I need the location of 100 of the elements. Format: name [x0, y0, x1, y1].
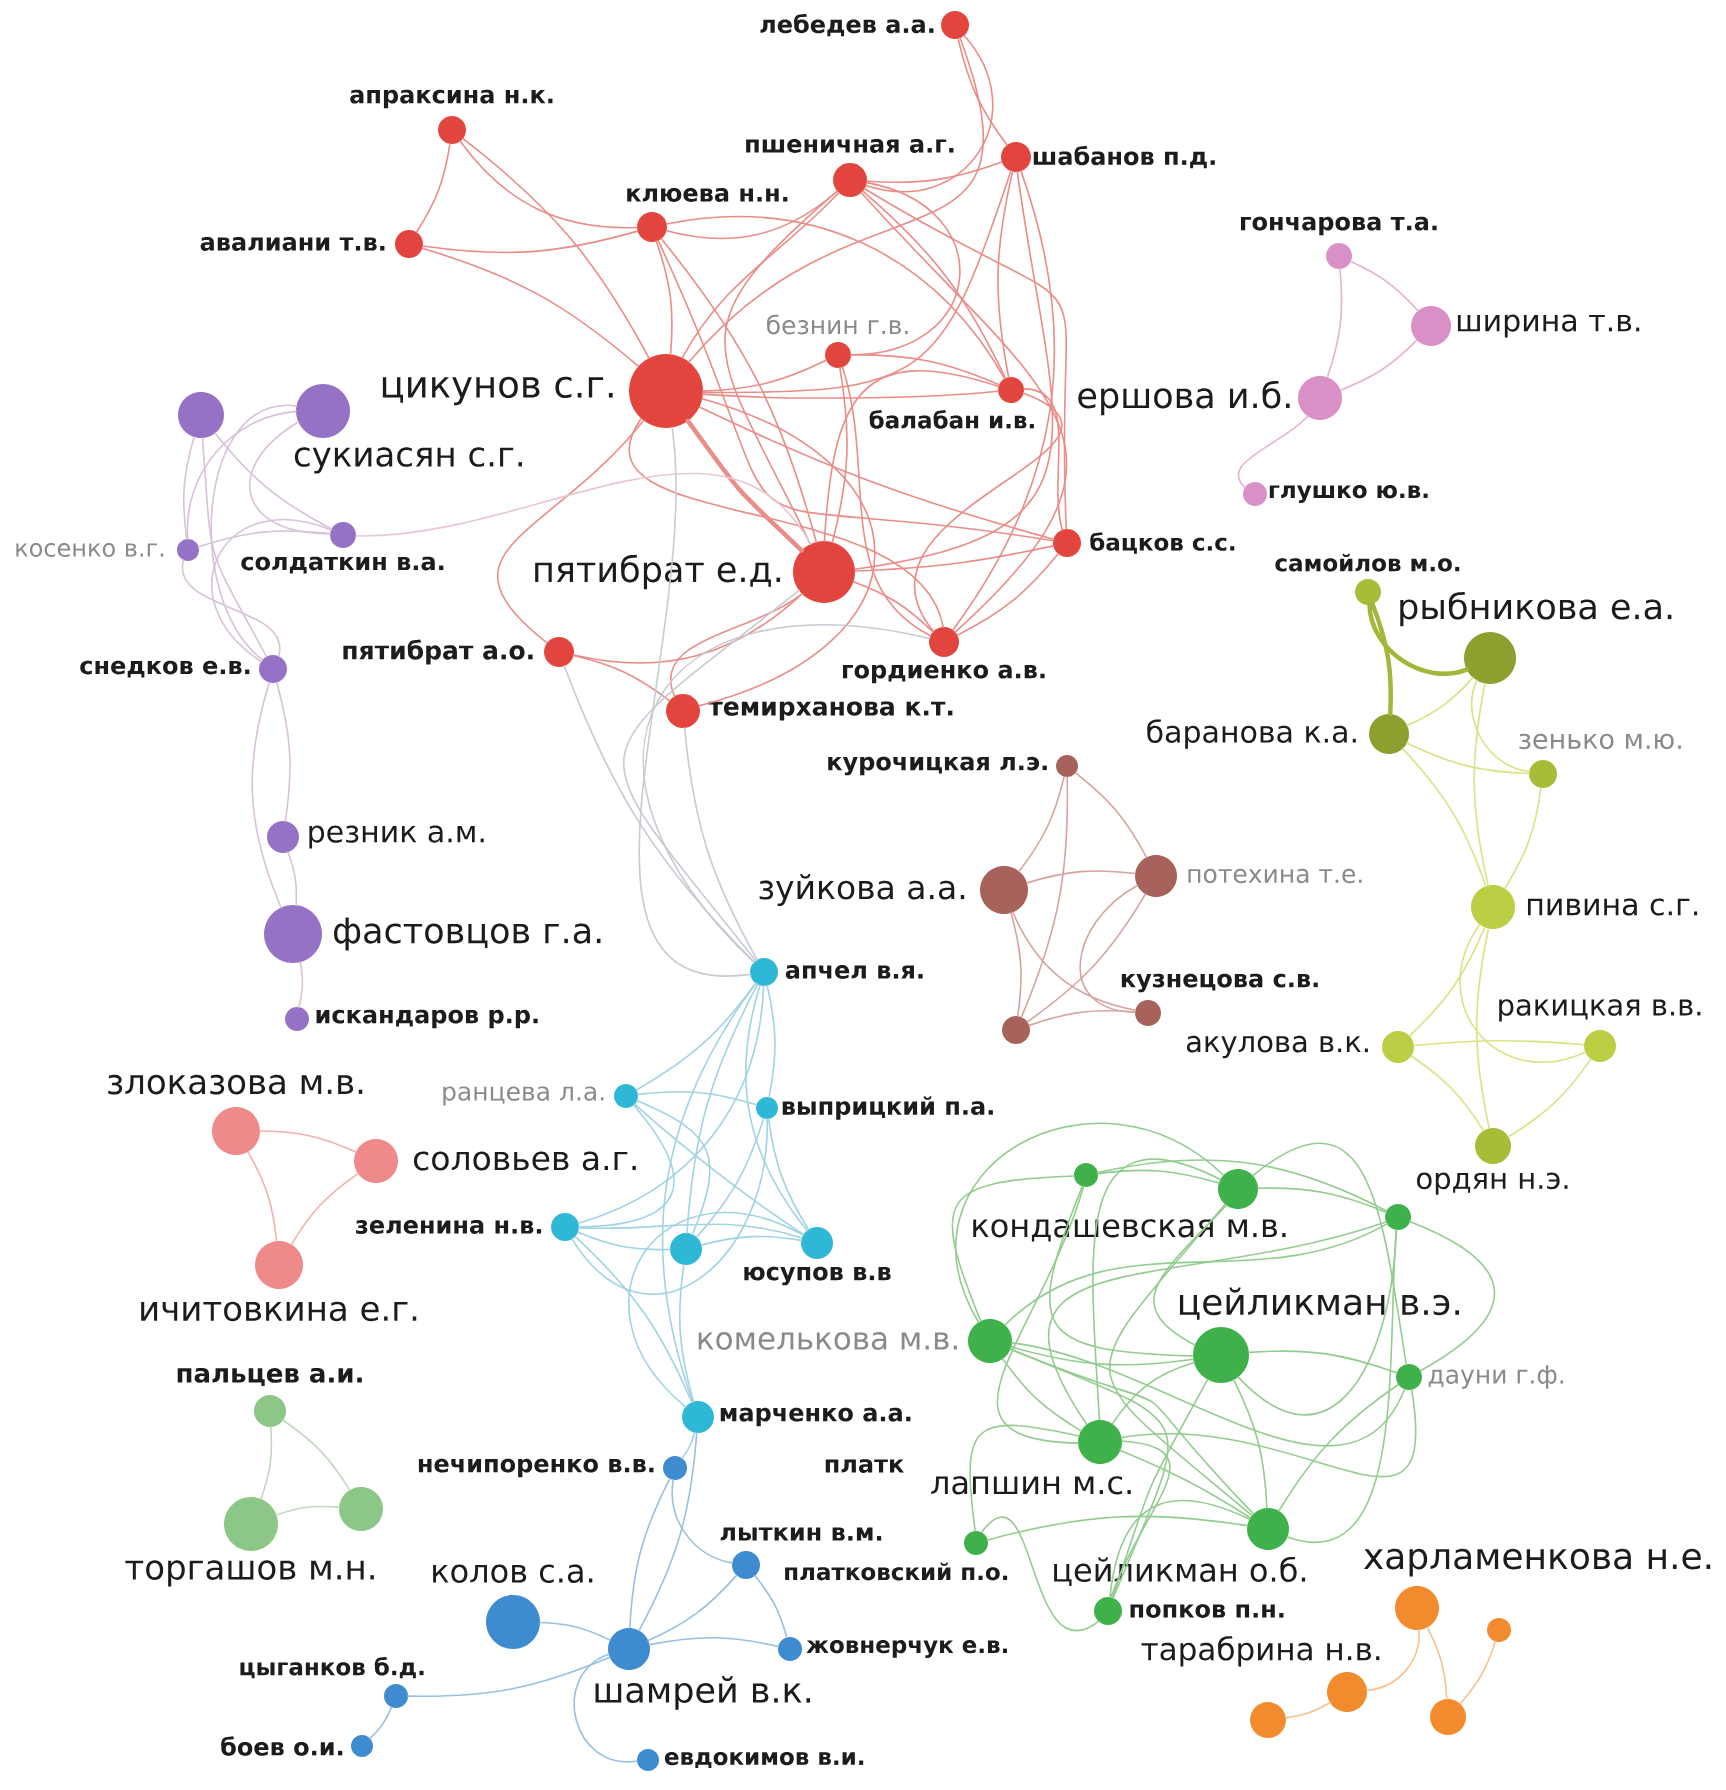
node-label: цейликман о.б. [1054, 1556, 1306, 1586]
link-line [628, 1212, 804, 1408]
link-line [862, 190, 1007, 380]
network-node [1385, 1204, 1411, 1230]
link-line [865, 34, 994, 193]
link-line [1028, 1009, 1136, 1027]
node-label: комелькова м.в. [698, 1332, 957, 1350]
link-line [767, 1118, 810, 1231]
link-line [275, 1505, 340, 1516]
link-line [648, 1636, 780, 1648]
link-line [685, 418, 804, 553]
node-label: гончарова т.а. [1241, 216, 1437, 236]
link-line [823, 370, 1000, 542]
link-line [1459, 1640, 1497, 1705]
network-node [339, 1487, 383, 1531]
link-line [1010, 1346, 1195, 1366]
link-line [287, 851, 298, 906]
link-line [1326, 268, 1343, 379]
node-label: авалиани т.в. [200, 237, 385, 251]
node-label: лапшин м.с. [931, 1476, 1131, 1495]
link-line [1026, 893, 1147, 1023]
node-label: платковский п.о. [785, 1562, 1008, 1581]
node-label: ичитовкина е.г. [141, 1301, 417, 1322]
link-line [686, 983, 759, 1234]
link-line [248, 421, 331, 535]
network-node [1074, 1163, 1098, 1187]
link-line [636, 1100, 711, 1236]
link-line [497, 419, 645, 644]
link-line [647, 1574, 738, 1642]
link-line [415, 143, 451, 233]
network-node [1250, 1702, 1286, 1738]
link-line [182, 436, 195, 540]
node-label: апчел в.я. [785, 965, 923, 979]
link-line [1339, 339, 1418, 391]
link-line [1406, 676, 1474, 727]
network-node [670, 1233, 702, 1265]
link-line [539, 1621, 611, 1641]
link-line [1257, 1187, 1387, 1213]
link-line [980, 1516, 1100, 1631]
link-line [1409, 1220, 1496, 1372]
node-label: дауни г.ф. [1428, 1365, 1564, 1389]
link-line [669, 592, 803, 697]
link-line [860, 191, 1067, 633]
link-line [1120, 1388, 1417, 1477]
link-line [702, 359, 827, 392]
node-label: апраксина н.к. [350, 89, 553, 109]
link-line [1012, 911, 1137, 1011]
node-label: пятибрат а.о. [343, 639, 533, 665]
node-label: клюева н.н. [627, 188, 788, 202]
link-line [1413, 1039, 1585, 1047]
node-label: акулова в.к. [1186, 1035, 1368, 1059]
node-label: евдокимов в.и. [664, 1752, 864, 1769]
link-line [577, 1231, 671, 1251]
link-line [831, 367, 848, 543]
node-label: пальцев а.и. [177, 1367, 362, 1387]
link-line [1079, 884, 1139, 1014]
node-label: косенко в.г. [16, 543, 164, 557]
link-line [956, 553, 1059, 637]
link-line [1011, 1342, 1406, 1446]
link-line [214, 432, 333, 530]
link-line [275, 681, 291, 822]
node-label: харламенкова н.е. [1363, 1548, 1711, 1577]
node-label: ордян н.э. [1417, 1172, 1568, 1195]
link-line [578, 1104, 675, 1228]
link-line [1504, 787, 1542, 890]
link-line [421, 247, 640, 368]
link-line [952, 170, 1055, 631]
link-line [462, 137, 650, 359]
link-line [1370, 601, 1394, 717]
network-node [1430, 1699, 1466, 1735]
node-label: кузнецова с.в. [1121, 973, 1318, 993]
link-line [683, 727, 758, 961]
node-label: цыганков б.д. [240, 1656, 424, 1679]
link-line [572, 654, 671, 702]
node-label: самойлов м.о. [1275, 553, 1460, 572]
link-line [1109, 1499, 1251, 1598]
node-label: пшеничная а.г. [746, 139, 954, 153]
link-line [1009, 1348, 1255, 1515]
link-line [1408, 926, 1486, 1037]
link-line [1092, 1158, 1222, 1421]
link-line [1109, 1203, 1253, 1517]
network-node [1487, 1618, 1511, 1642]
link-line [577, 985, 765, 1224]
link-line [681, 192, 840, 359]
node-label: ширина т.в. [1457, 314, 1640, 338]
link-line [282, 1419, 351, 1491]
link-line [852, 580, 934, 633]
node-label: торгашов м.н. [125, 1560, 374, 1587]
link-line [700, 1235, 802, 1246]
link-line [1111, 1361, 1195, 1425]
node-label: сукиасян с.г. [294, 447, 522, 474]
link-line [211, 518, 332, 663]
link-line [355, 472, 812, 545]
link-line [1001, 1358, 1082, 1432]
node-label: жовнерчук е.в. [806, 1640, 1007, 1658]
link-line [754, 1575, 788, 1639]
link-line [1096, 1159, 1388, 1212]
link-line [1097, 1169, 1220, 1184]
link-line [1248, 1350, 1398, 1374]
node-label: цикунов с.г. [382, 376, 613, 406]
